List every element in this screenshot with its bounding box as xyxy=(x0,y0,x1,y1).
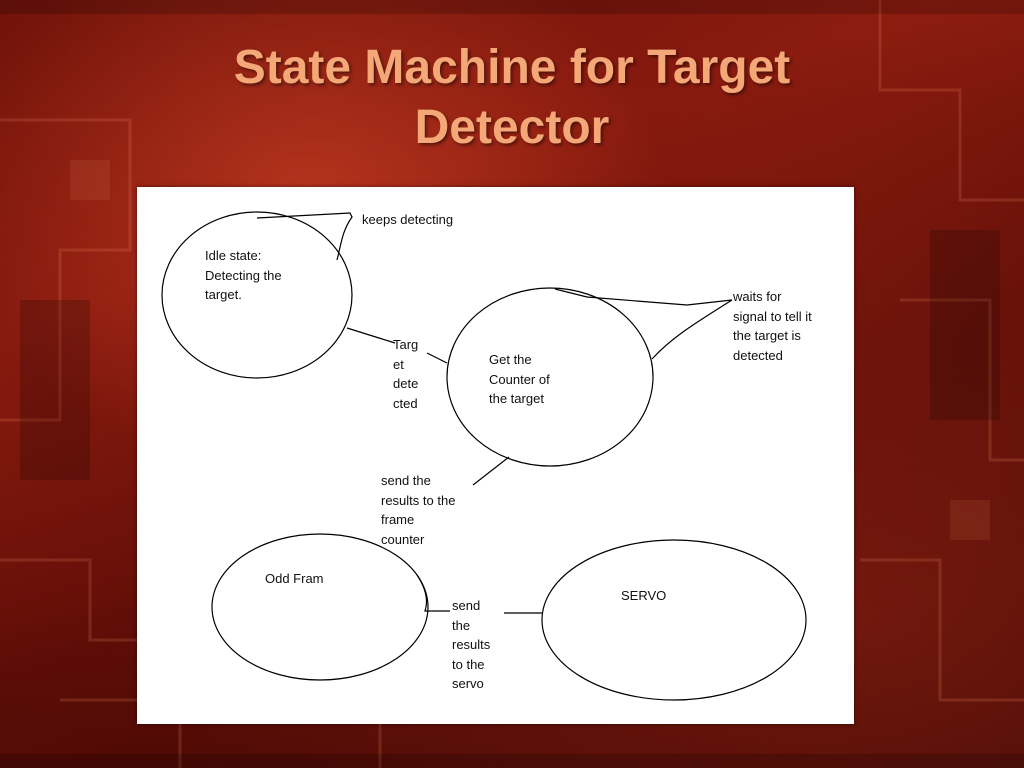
state-counter-label: Get the Counter of the target xyxy=(489,352,550,406)
state-idle-label: Idle state: Detecting the target. xyxy=(205,248,282,302)
state-counter-circle xyxy=(446,287,654,467)
target-detected-connector-a xyxy=(346,327,396,344)
state-servo-label: SERVO xyxy=(621,588,667,603)
frame-counter-connector xyxy=(472,456,510,486)
target-detected-connector-b xyxy=(426,352,448,364)
servo-connector-a xyxy=(416,574,450,612)
transition-waits-for-signal-label: waits for signal to tell it the target i… xyxy=(733,289,812,363)
slide-title: State Machine for Target Detector xyxy=(233,41,791,154)
transition-keeps-detecting-label: keeps detecting xyxy=(362,212,454,227)
state-idle-circle xyxy=(161,211,353,379)
keeps-detecting-loop xyxy=(256,212,353,261)
transition-target-detected-label: Targ et dete cted xyxy=(393,337,419,411)
transition-servo-label: send the results to the servo xyxy=(452,598,491,691)
transition-frame-counter-label: send the results to the frame counter xyxy=(381,473,456,547)
diagram-shapes xyxy=(161,211,807,701)
waits-for-signal-loop xyxy=(554,288,733,360)
state-odd-frame-circle xyxy=(211,533,429,681)
state-machine-diagram: Idle state: Detecting the target. Get th… xyxy=(137,187,854,724)
state-odd-frame-label: Odd Fram xyxy=(265,571,324,586)
state-servo-circle xyxy=(541,539,807,701)
